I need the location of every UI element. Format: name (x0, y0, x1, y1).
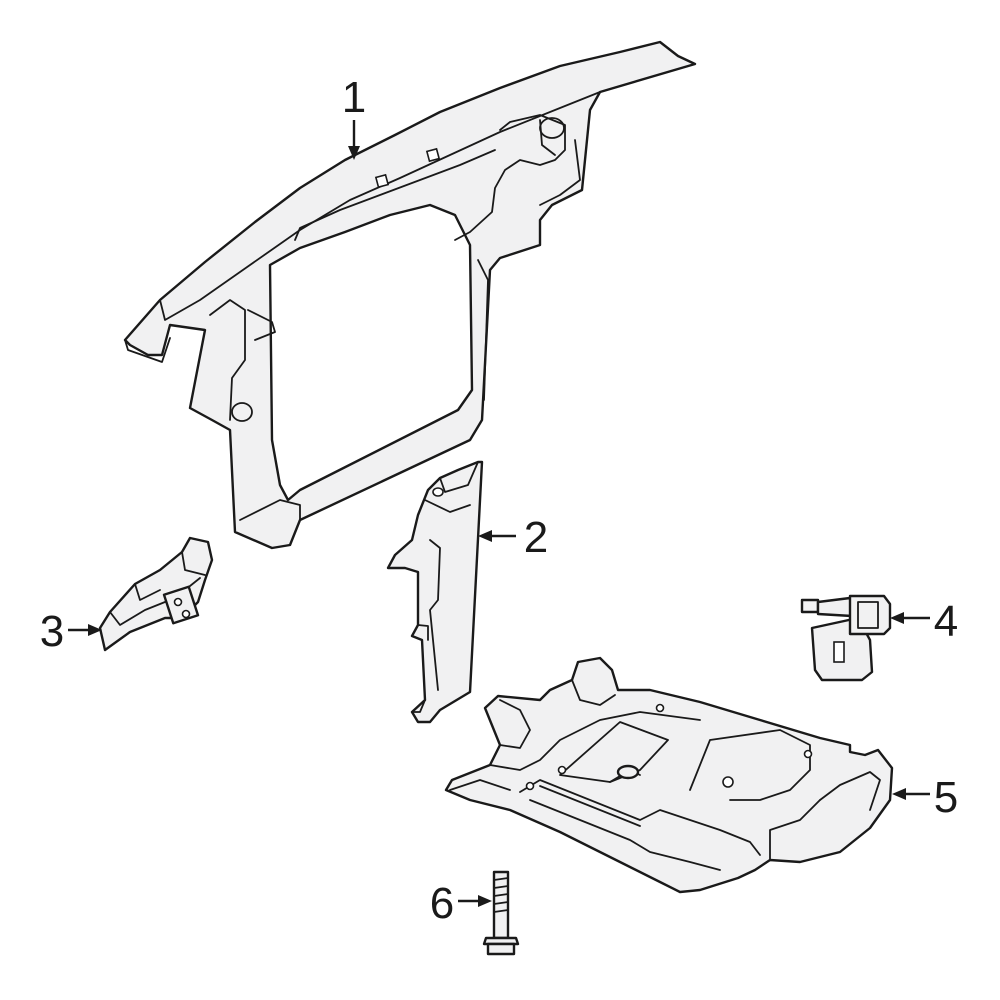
part-4-sensor[interactable] (800, 594, 892, 682)
leader-2 (478, 530, 516, 542)
leader-1 (348, 120, 360, 160)
callout-5: 5 (934, 773, 958, 822)
callout-2: 2 (524, 513, 548, 562)
leader-5 (892, 788, 930, 800)
callout-3: 3 (40, 607, 64, 656)
callout-6: 6 (430, 879, 454, 928)
part-1-radiator-support[interactable] (123, 40, 697, 550)
callout-1: 1 (342, 73, 366, 122)
leader-6 (458, 895, 492, 907)
callout-4: 4 (934, 597, 958, 646)
part-2-side-deflector[interactable] (386, 460, 484, 724)
part-3-bracket[interactable] (98, 536, 214, 652)
leader-3 (68, 624, 102, 636)
part-5-splash-shield[interactable] (444, 656, 894, 894)
part-6-bolt[interactable] (482, 870, 520, 956)
leader-4 (890, 612, 930, 624)
